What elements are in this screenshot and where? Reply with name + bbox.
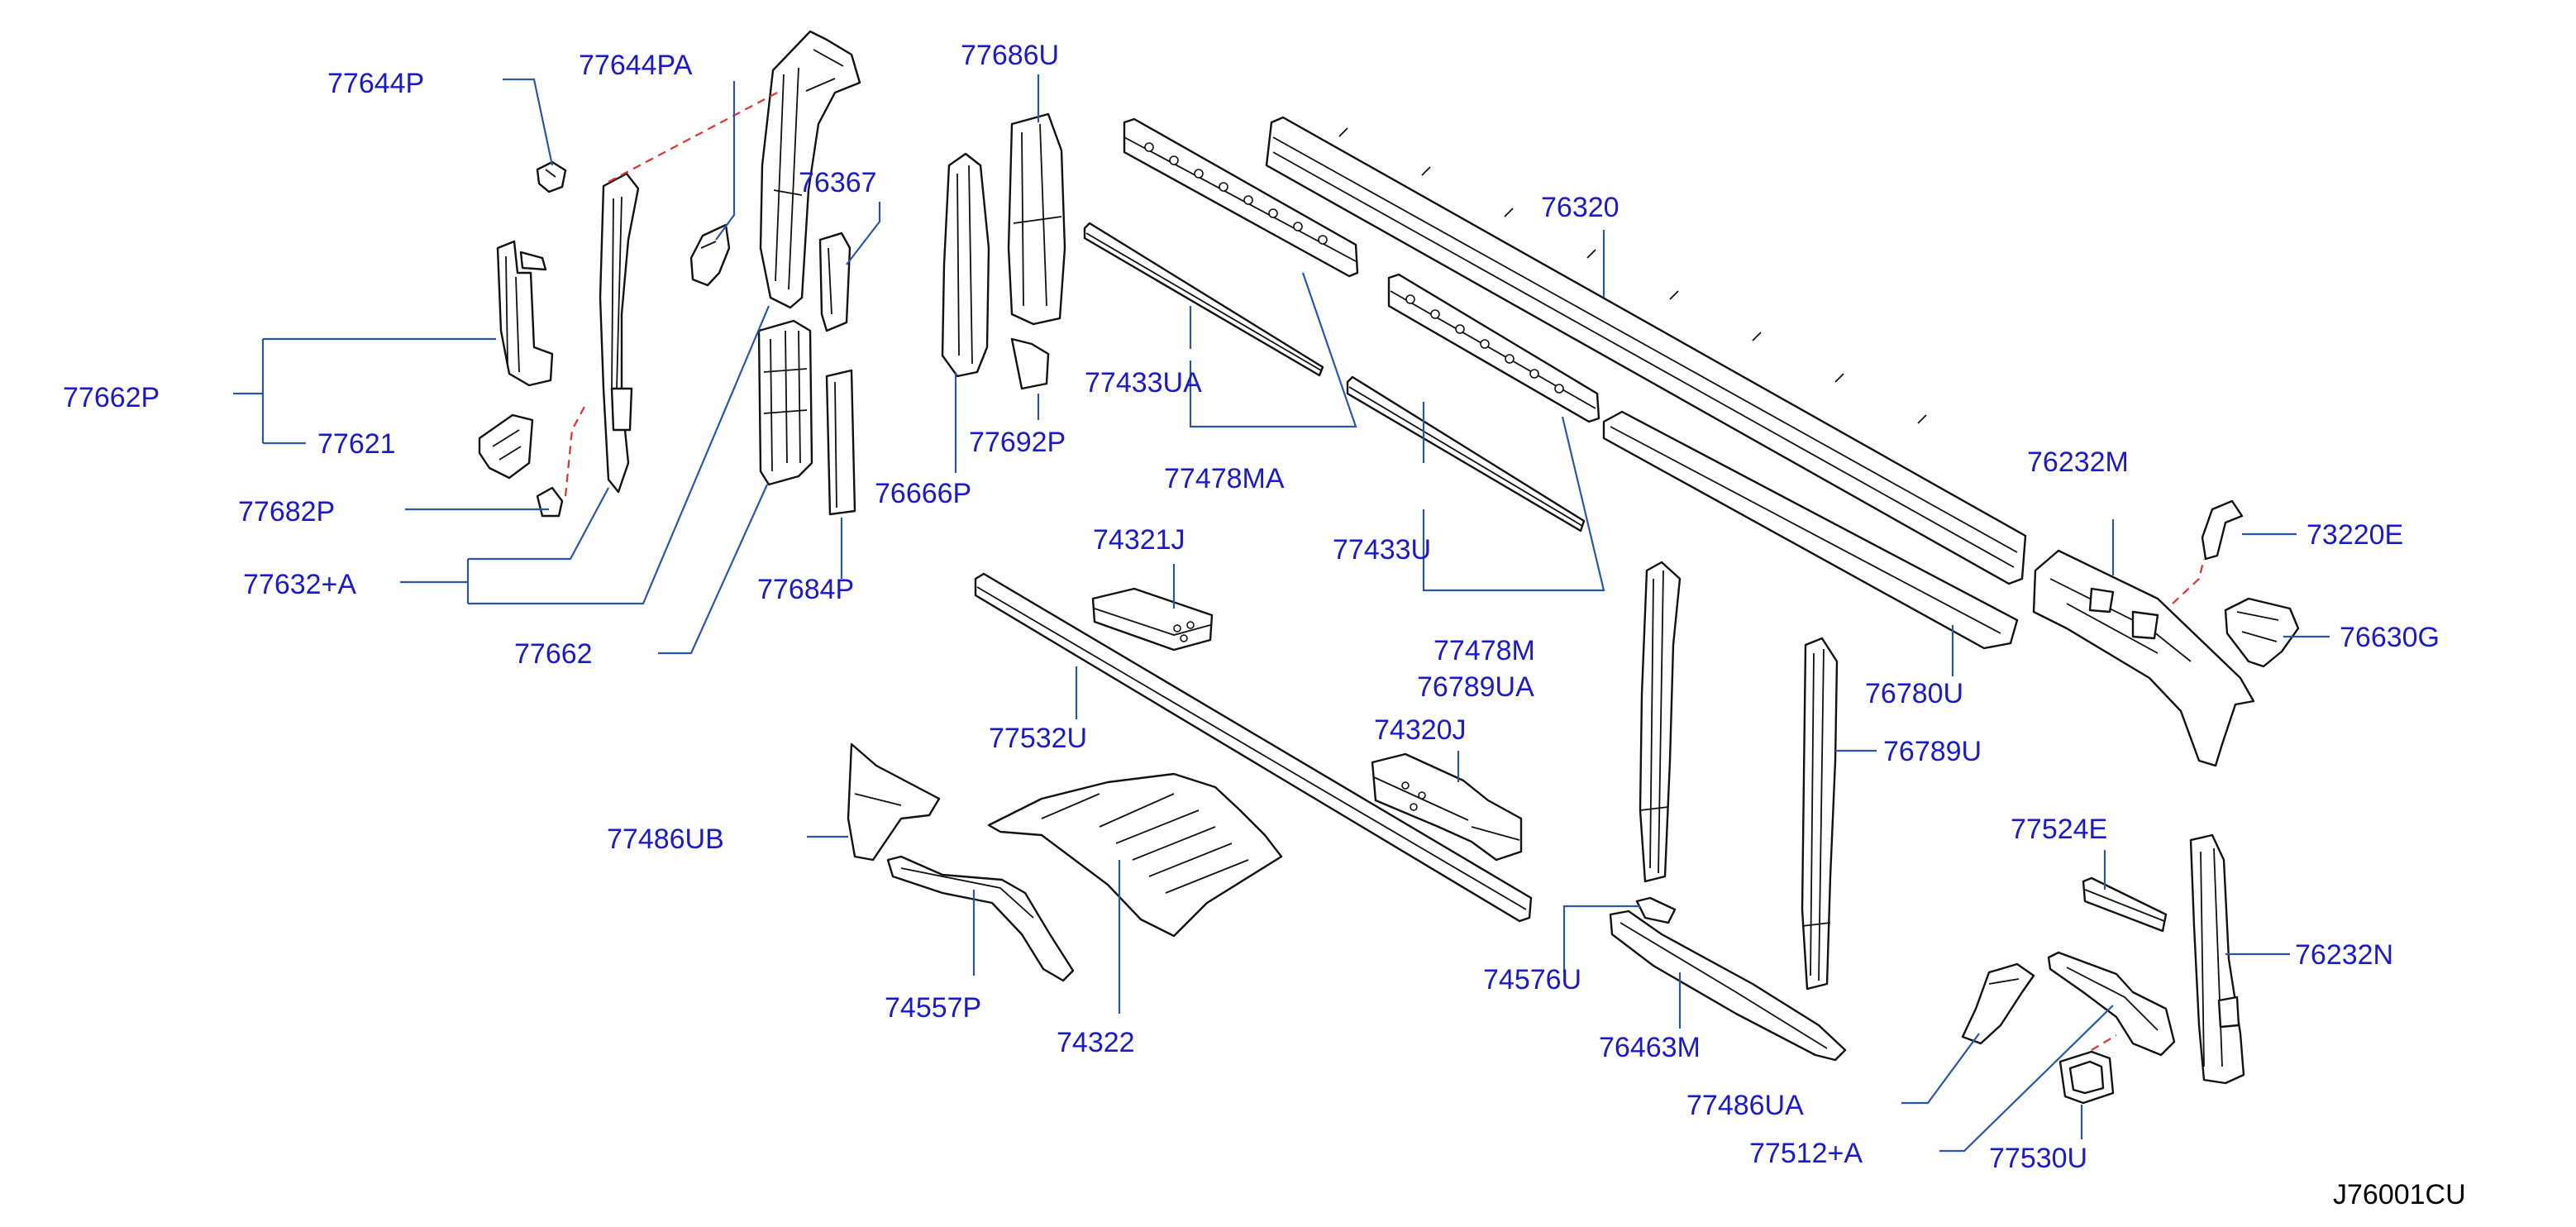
label-77478m[interactable]: 77478M bbox=[1433, 635, 1535, 666]
part-77644pa[interactable] bbox=[689, 223, 731, 287]
part-76789u[interactable] bbox=[1801, 637, 1839, 991]
part-labels: 77644P 77644PA 77686U 76367 76320 77662P… bbox=[63, 40, 2440, 1174]
part-77524e[interactable] bbox=[2082, 876, 2168, 933]
part-77433u[interactable] bbox=[1346, 375, 1586, 532]
label-76232n[interactable]: 76232N bbox=[2295, 939, 2393, 971]
label-74557p[interactable]: 74557P bbox=[885, 992, 981, 1024]
part-76780u[interactable] bbox=[1602, 410, 2019, 650]
rail-holes-middle bbox=[1405, 294, 1564, 394]
label-74321j[interactable]: 74321J bbox=[1093, 524, 1185, 556]
label-77433u[interactable]: 77433U bbox=[1333, 534, 1431, 566]
part-74320j[interactable] bbox=[1371, 752, 1523, 862]
part-77662-pillar[interactable] bbox=[759, 30, 861, 309]
part-76320[interactable] bbox=[1265, 116, 2027, 585]
label-77632a[interactable]: 77632+A bbox=[243, 569, 356, 600]
part-74576u[interactable] bbox=[1635, 896, 1677, 924]
part-77478m[interactable] bbox=[1387, 273, 1600, 423]
label-76630g[interactable]: 76630G bbox=[2340, 622, 2440, 653]
label-74322[interactable]: 74322 bbox=[1057, 1027, 1135, 1058]
part-76367[interactable] bbox=[818, 232, 852, 332]
label-77524e[interactable]: 77524E bbox=[2011, 814, 2107, 845]
part-77486ua[interactable] bbox=[1961, 962, 2035, 1045]
label-77662p[interactable]: 77662P bbox=[63, 382, 160, 413]
part-77632a-pillar[interactable] bbox=[599, 172, 640, 494]
part-76232m[interactable] bbox=[2032, 549, 2255, 767]
part-76630g[interactable] bbox=[2224, 597, 2300, 668]
part-77478ma[interactable] bbox=[1123, 117, 1359, 278]
label-76367[interactable]: 76367 bbox=[799, 167, 877, 198]
part-77433ua[interactable] bbox=[1083, 222, 1324, 377]
label-76789u[interactable]: 76789U bbox=[1883, 736, 1982, 767]
label-77662[interactable]: 77662 bbox=[514, 638, 593, 670]
label-76232m[interactable]: 76232M bbox=[2027, 446, 2129, 478]
label-77692p[interactable]: 77692P bbox=[969, 427, 1066, 458]
label-77532u[interactable]: 77532U bbox=[989, 723, 1087, 754]
part-76789ua[interactable] bbox=[1639, 561, 1682, 883]
part-77644p[interactable] bbox=[536, 160, 567, 193]
part-77512a[interactable] bbox=[2047, 951, 2176, 1057]
part-77530u[interactable] bbox=[2058, 1050, 2115, 1105]
label-76780u[interactable]: 76780U bbox=[1865, 678, 1963, 709]
label-77530u[interactable]: 77530U bbox=[1989, 1143, 2087, 1174]
dashed-links bbox=[564, 90, 2206, 1051]
part-77684p-strip[interactable] bbox=[825, 369, 856, 516]
label-77478ma[interactable]: 77478MA bbox=[1164, 463, 1285, 494]
diagram-code: J76001CU bbox=[2333, 1179, 2466, 1210]
part-77682p[interactable] bbox=[536, 486, 564, 518]
part-77621[interactable] bbox=[478, 413, 534, 480]
label-77682p[interactable]: 77682P bbox=[238, 496, 335, 528]
label-77684p[interactable]: 77684P bbox=[757, 574, 854, 605]
label-77433ua[interactable]: 77433UA bbox=[1085, 367, 1202, 399]
label-77486ub[interactable]: 77486UB bbox=[607, 824, 724, 855]
label-73220e[interactable]: 73220E bbox=[2306, 519, 2403, 551]
label-74320j[interactable]: 74320J bbox=[1374, 714, 1467, 746]
part-77686u[interactable] bbox=[1007, 112, 1066, 326]
part-77684p[interactable] bbox=[757, 319, 813, 486]
part-77486ub[interactable] bbox=[847, 742, 941, 862]
label-76320[interactable]: 76320 bbox=[1541, 192, 1620, 223]
leader-lines bbox=[233, 74, 2330, 1153]
part-74321j[interactable] bbox=[1091, 587, 1214, 652]
label-77644pa[interactable]: 77644PA bbox=[579, 50, 693, 81]
label-77686u[interactable]: 77686U bbox=[961, 40, 1059, 71]
label-77621[interactable]: 77621 bbox=[317, 428, 396, 460]
part-76463m[interactable] bbox=[1609, 910, 1847, 1062]
part-77692p[interactable] bbox=[1010, 337, 1050, 390]
part-76666p[interactable] bbox=[941, 152, 990, 378]
part-77662p[interactable] bbox=[496, 240, 554, 387]
part-73220e[interactable] bbox=[2201, 499, 2244, 561]
label-76789ua[interactable]: 76789UA bbox=[1417, 671, 1534, 703]
label-77512a[interactable]: 77512+A bbox=[1749, 1138, 1863, 1169]
part-77532u[interactable] bbox=[974, 572, 1533, 923]
label-77486ua[interactable]: 77486UA bbox=[1686, 1090, 1804, 1121]
part-74322[interactable] bbox=[987, 772, 1283, 938]
rail-holes-upper bbox=[1144, 142, 1328, 245]
label-77644p[interactable]: 77644P bbox=[327, 68, 424, 99]
part-76232n[interactable] bbox=[2189, 833, 2245, 1085]
part-74557p[interactable] bbox=[886, 855, 1075, 982]
label-76463m[interactable]: 76463M bbox=[1599, 1032, 1701, 1063]
label-76666p[interactable]: 76666P bbox=[875, 478, 971, 509]
label-74576u[interactable]: 74576U bbox=[1483, 964, 1581, 995]
